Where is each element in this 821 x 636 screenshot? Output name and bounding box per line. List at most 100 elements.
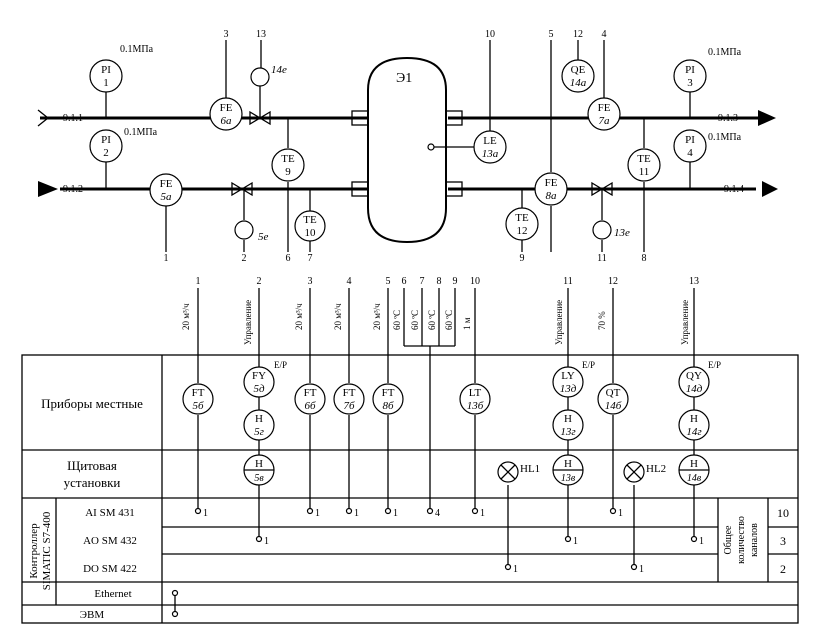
actuator-14e	[250, 67, 270, 87]
terminal-count: 1	[513, 564, 518, 575]
channel-number: 2	[257, 276, 262, 287]
channel-number: 7	[420, 276, 425, 287]
num: 12	[517, 225, 528, 237]
tag: TE	[515, 212, 529, 224]
num: 5б	[192, 400, 204, 412]
conn-number: 1	[164, 253, 169, 264]
tag: FT	[192, 387, 205, 399]
terminal-count: 1	[618, 508, 623, 519]
signal-caption: 60 ºС	[392, 310, 402, 330]
pressure-label-4: 0.1МПа	[708, 132, 742, 143]
instrument-fe6a: FE 6а	[209, 97, 243, 131]
conn-number: 5	[549, 29, 554, 40]
local-ly13d: LY 13д	[552, 366, 584, 398]
terminal	[564, 535, 572, 543]
instrument-qe14a: QE 14а	[561, 59, 595, 93]
instrument-te11: TE 11	[627, 148, 661, 182]
terminal	[345, 507, 353, 515]
terminal	[255, 535, 263, 543]
local-ft5b: FT 5б	[182, 383, 214, 415]
num: 5а	[161, 191, 173, 203]
line-label-914: 9.1.4	[724, 184, 744, 195]
terminal	[630, 563, 638, 571]
flange	[351, 181, 369, 197]
panel-h5v: H 5в	[243, 454, 275, 486]
flange	[351, 110, 369, 126]
signal-caption: 60 ºС	[410, 310, 420, 330]
total-do: 2	[780, 562, 786, 576]
pressure-label-2: 0.1МПа	[124, 127, 158, 138]
instrument-fe7a: FE 7а	[587, 97, 621, 131]
line-label-912: 9.1.2	[63, 184, 83, 195]
tag: FE	[160, 178, 173, 190]
channel-number: 1	[196, 276, 201, 287]
row-label-ai: AI SM 431	[85, 507, 135, 519]
local-ft8b: FT 8б	[372, 383, 404, 415]
row-label-panel: Щитовая	[67, 458, 117, 473]
actuator-label-13e: 13е	[614, 227, 630, 239]
io-terminals: 1 1 1 1 4 1 1 1 1 1 1 1	[194, 507, 704, 575]
line-label-911: 9.1.1	[63, 113, 83, 124]
tag: H	[255, 458, 263, 470]
outlet-arrow-914	[762, 181, 778, 197]
local-ft6b: FT 6б	[294, 383, 326, 415]
actuator-label-14e: 14е	[271, 64, 287, 76]
tag: FT	[382, 387, 395, 399]
terminal	[504, 563, 512, 571]
tag: H	[564, 413, 572, 425]
row-label-evm: ЭВМ	[80, 609, 105, 621]
local-h5g: H 5г	[243, 409, 275, 441]
conn-number: 11	[597, 253, 607, 264]
instrument-pi1: PI 1	[89, 59, 123, 93]
signal-caption: 60 ºС	[427, 310, 437, 330]
channel-number: 8	[437, 276, 442, 287]
flange	[445, 181, 463, 197]
num: 14б	[605, 400, 622, 412]
conn-number: 12	[573, 29, 583, 40]
num: 9	[285, 166, 291, 178]
num: 14д	[686, 383, 703, 395]
conn-number: 8	[642, 253, 647, 264]
total-label: количество	[736, 516, 747, 564]
lamp-hl2-icon	[623, 461, 645, 483]
tag: PI	[101, 64, 111, 76]
evm-node	[171, 610, 179, 618]
row-label-ao: AO SM 432	[83, 535, 137, 547]
channel-number: 11	[563, 276, 573, 287]
tag: FE	[220, 102, 233, 114]
num: 13г	[560, 426, 576, 438]
tag: H	[564, 458, 572, 470]
instrument-pi4: PI 4	[673, 129, 707, 163]
signal-caption: Управление	[554, 300, 564, 345]
conn-number: 13	[256, 29, 266, 40]
num: 14в	[687, 473, 702, 484]
tag: FE	[545, 177, 558, 189]
num: 5г	[254, 426, 265, 438]
pressure-label-1: 0.1МПа	[120, 44, 154, 55]
total-ao: 3	[780, 534, 786, 548]
tag: H	[690, 458, 698, 470]
instrument-pi2: PI 2	[89, 129, 123, 163]
instrument-te10: TE 10	[294, 210, 326, 242]
num: 10	[305, 227, 317, 239]
signal-caption: Управление	[680, 300, 690, 345]
total-ai: 10	[777, 506, 789, 520]
local-ft7b: FT 7б	[333, 383, 365, 415]
channel-number: 4	[347, 276, 352, 287]
terminal	[690, 535, 698, 543]
num: 3	[687, 77, 693, 89]
actuator-5e	[234, 220, 254, 240]
controller-model: SIMATIC S7-400	[41, 511, 53, 590]
signal-table: Приборы местные Щитовая установки Контро…	[21, 354, 799, 624]
ep-label: E/P	[708, 360, 721, 370]
instrument-pi3: PI 3	[673, 59, 707, 93]
local-h13g: H 13г	[552, 409, 584, 441]
signal-caption: 20 м³/ч	[181, 303, 191, 330]
num: 14г	[686, 426, 702, 438]
line-label-913: 9.1.3	[718, 113, 738, 124]
signal-caption: 60 ºС	[444, 310, 454, 330]
tag: H	[690, 413, 698, 425]
tag: LE	[483, 135, 497, 147]
local-lt13b: LT 13б	[459, 383, 491, 415]
